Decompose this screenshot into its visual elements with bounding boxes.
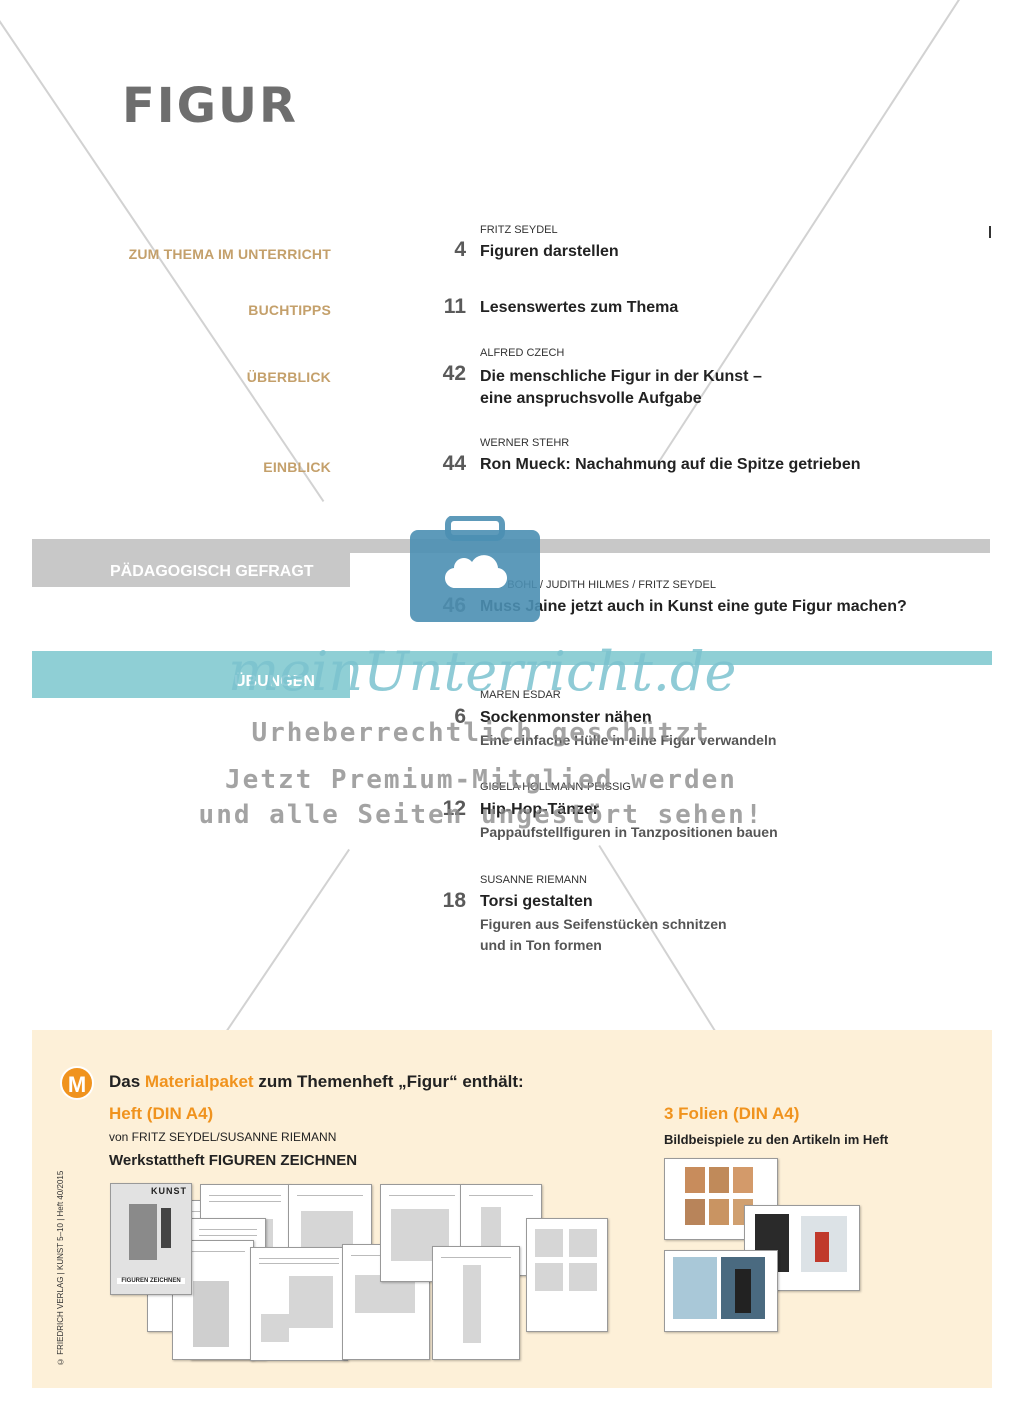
materialpaket-badge: M [60, 1066, 94, 1100]
watermark-text-line: Urheberrechtlich geschützt [251, 718, 711, 748]
margin-mark [989, 226, 991, 238]
toc-article-title[interactable]: Hip-Hop-Tänzer [480, 801, 600, 818]
watermark-text-line: und alle Seiten ungestört sehen! [198, 800, 764, 830]
booklet-cover-thumbnail: KUNST FIGUREN ZEICHNEN [110, 1183, 192, 1295]
heft-subtitle: Werkstattheft FIGUREN ZEICHNEN [109, 1152, 358, 1169]
toc-author: SUSANNE RIEMANN [480, 874, 587, 886]
watermark-text-line: Jetzt Premium-Mitglied werden [225, 765, 737, 795]
cover-brand: KUNST [151, 1186, 187, 1196]
booklet-page-thumbnail [432, 1246, 520, 1360]
toc-page-number: 12 [442, 797, 466, 820]
toc-page-number: 44 [442, 452, 466, 475]
section-label-uebungen: ÜBUNGEN [32, 651, 350, 698]
toc-article-subtitle: Pappaufstellfiguren in Tanzpositionen ba… [480, 824, 778, 840]
folien-title: 3 Folien (DIN A4) [664, 1104, 800, 1123]
toc-article-subtitle: Eine einfache Hülle in eine Figur verwan… [480, 732, 777, 748]
toc-page-number: 11 [443, 295, 466, 318]
toc-page-number: 18 [442, 889, 466, 912]
toc-author: GISELA HOLLMANN-PEISSIG [480, 781, 631, 793]
folie-thumbnail [664, 1250, 778, 1332]
toc-article-subtitle: Figuren aus Seifenstücken schnitzen [480, 916, 727, 932]
booklet-page-thumbnail [380, 1184, 464, 1282]
toc-author: FRITZ SEYDEL [480, 224, 558, 236]
toc-article-title-line2: eine anspruchsvolle Aufgabe [480, 390, 702, 407]
section-label-buchtipps: BUCHTIPPS [248, 302, 331, 318]
heading-post: zum Themenheft „Figur“ enthält: [253, 1072, 524, 1091]
cover-title: FIGUREN ZEICHNEN [117, 1278, 185, 1284]
toc-author: WERNER STEHR [480, 437, 570, 449]
section-label-ueberblick: ÜBERBLICK [246, 369, 331, 385]
section-label-einblick: EINBLICK [263, 459, 331, 475]
heading-pre: Das [109, 1072, 145, 1091]
toc-article-title[interactable]: Lesenswertes zum Thema [480, 299, 679, 316]
watermark-logo: meinUnterricht.de [228, 640, 737, 703]
toc-article-title[interactable]: Figuren darstellen [480, 243, 619, 260]
booklet-page-thumbnail [526, 1218, 608, 1332]
toc-author: MAREN ESDAR [480, 689, 561, 701]
toc-page-number: 6 [454, 705, 466, 728]
booklet-page-thumbnail [250, 1247, 348, 1361]
toc-article-title[interactable]: Sockenmonster nähen [480, 709, 652, 726]
toc-article-title[interactable]: Torsi gestalten [480, 893, 593, 910]
heft-authors: von FRITZ SEYDEL/SUSANNE RIEMANN [109, 1130, 337, 1144]
heading-highlight: Materialpaket [144, 1072, 254, 1091]
folien-subtitle: Bildbeispiele zu den Artikeln im Heft [664, 1132, 889, 1147]
toc-article-title[interactable]: Die menschliche Figur in der Kunst – [480, 368, 762, 385]
publisher-credit: © FRIEDRICH VERLAG | KUNST 5–10 | Heft 4… [56, 1170, 65, 1366]
section-label-paedagogisch: PÄDAGOGISCH GEFRAGT [32, 553, 350, 587]
page-title: FIGUR [122, 78, 298, 134]
toc-article-title[interactable]: Muss Jaine jetzt auch in Kunst eine gute… [480, 598, 907, 615]
heft-title: Heft (DIN A4) [109, 1104, 214, 1123]
section-band-teal [350, 651, 992, 665]
briefcase-cloud-icon [408, 515, 542, 631]
section-label-zum-thema: ZUM THEMA IM UNTERRICHT [128, 246, 331, 262]
toc-article-subtitle-line2: und in Ton formen [480, 937, 602, 953]
booklet-page-thumbnail [172, 1240, 254, 1360]
materialpaket-heading: Das Materialpaket zum Themenheft „Figur“… [109, 1072, 524, 1092]
toc-page-number: 42 [442, 362, 466, 385]
toc-page-number: 4 [454, 238, 466, 261]
toc-article-title[interactable]: Ron Mueck: Nachahmung auf die Spitze get… [480, 456, 861, 473]
toc-author: ALFRED CZECH [480, 347, 565, 359]
